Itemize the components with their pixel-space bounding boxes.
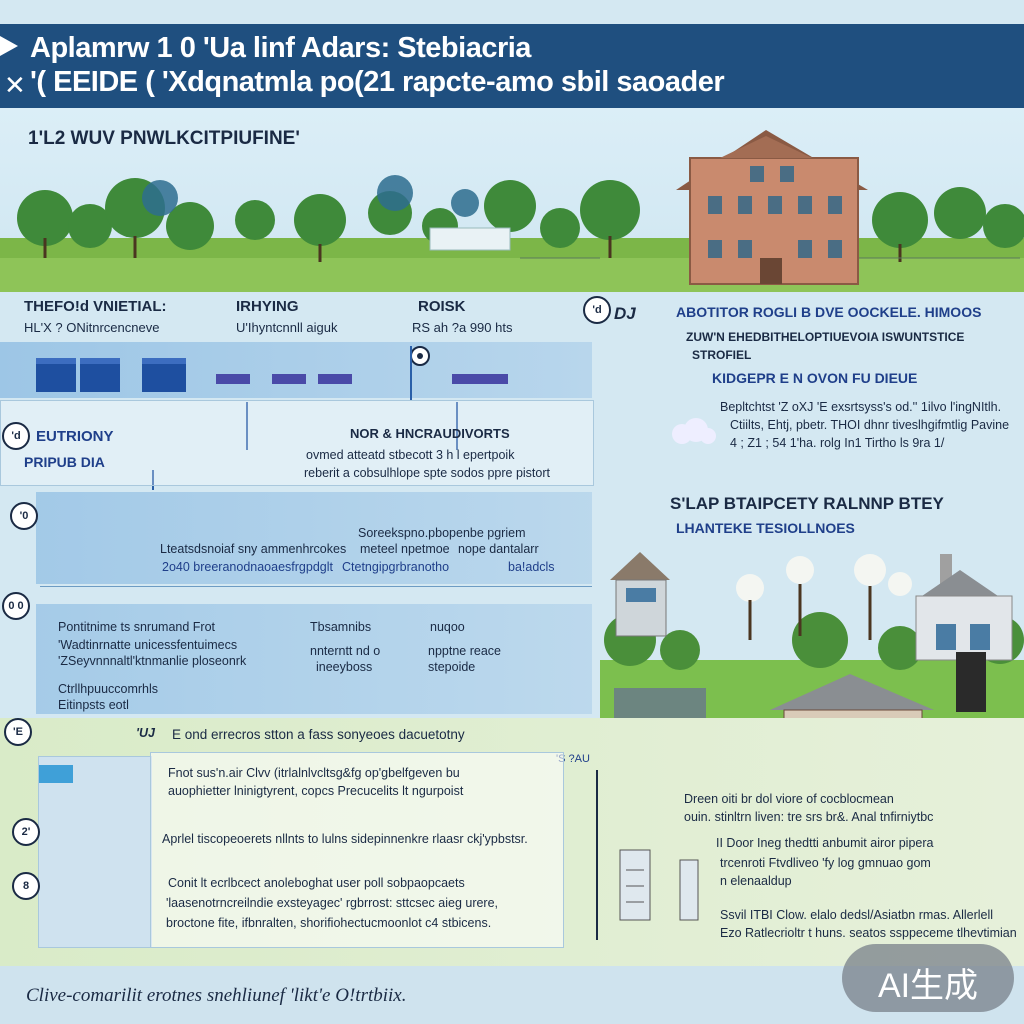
row4-right-l2: ouin. stinltrn liven: tre srs br&. Anal … bbox=[684, 810, 934, 824]
marker-badge: '0 bbox=[10, 502, 38, 530]
row3-band bbox=[36, 604, 592, 714]
row3-r1: nuqoo bbox=[430, 620, 465, 634]
row2-c3: nope dantalarr bbox=[458, 542, 539, 556]
marker-badge: 2' bbox=[12, 818, 40, 846]
right-block-2-sub: LHANTEKE TESIOLLNOES bbox=[676, 520, 855, 536]
row3-l3: 'ZSeyvnnnaltl'ktnmanlie ploseonrk bbox=[58, 654, 247, 668]
env-center-line2: reberit a cobsulhlope spte sodos ppre pi… bbox=[304, 466, 550, 480]
landscape-svg bbox=[0, 130, 1024, 292]
icon-band bbox=[0, 342, 592, 398]
env-head-2: PRIPUB DIA bbox=[24, 454, 105, 470]
row3-m3: ineeyboss bbox=[316, 660, 373, 674]
row2-t4: ba!adcls bbox=[508, 560, 555, 574]
connector-line bbox=[410, 346, 412, 400]
env-center-head: NOR & HNCRAUDIVORTS bbox=[350, 426, 510, 441]
row3-m1: Tbsamnibs bbox=[310, 620, 372, 634]
marker-badge: 8 bbox=[12, 872, 40, 900]
device-illustration bbox=[616, 830, 700, 940]
marker-badge: 'E bbox=[4, 718, 32, 746]
marker-badge: 0 0 bbox=[2, 592, 30, 620]
row2-t2: 2o40 breeranodnaoaesfrgpdglt bbox=[162, 560, 333, 574]
row4-tag: 'UJ bbox=[136, 726, 155, 740]
header-title-line-1: Aplamrw 1 0 'Ua linf Adars: Stebiacria bbox=[30, 32, 531, 64]
row4-p6: broctone fite, ifbnralten, shorifiohectu… bbox=[166, 916, 492, 930]
connector-line bbox=[596, 770, 598, 940]
row4-right-l1: Dreen oiti br dol viore of cocblocmean bbox=[684, 792, 894, 806]
row3-r3: stepoide bbox=[428, 660, 476, 674]
right-block-1-line3: KIDGEPR E N OVON FU DIEUE bbox=[712, 370, 918, 386]
column-sub-2: U'Ihyntcnnll aiguk bbox=[236, 320, 338, 335]
row4-text-panel bbox=[150, 752, 564, 948]
column-head-1: THEFO!d VNIETIAL: bbox=[24, 298, 167, 315]
right-block-1-line1: ZUW'N EHEDBITHELOPTIUEVOIA ISWUNTSTICE bbox=[686, 330, 965, 344]
connector-line bbox=[246, 402, 248, 450]
row2-t3: Ctetngipgrbranotho bbox=[342, 560, 450, 574]
column-head-2: IRHYING bbox=[236, 298, 299, 315]
row4-right-l3: II Door Ineg thedtti anbumit airor piper… bbox=[716, 836, 934, 850]
row4-p3: Aprlel tiscopeoerets nllnts to lulns sid… bbox=[162, 832, 528, 846]
connector-line bbox=[152, 470, 154, 490]
row4-side-panel bbox=[38, 756, 152, 948]
row2-band bbox=[36, 492, 592, 584]
row4-right-l5: n elenaaldup bbox=[720, 874, 792, 888]
right-block-1-text2: Ctiilts, Ehtj, pbetr. THOI dhnr tiveslhg… bbox=[730, 418, 1010, 432]
row3-l1: Pontitnime ts snrumand Frot bbox=[58, 620, 216, 634]
row4-side-label: 'S ?AU bbox=[556, 753, 590, 765]
chevron-right-icon bbox=[0, 36, 18, 56]
row4-right-l6: Ssvil ITBI Clow. elalo dedsl/Asiatbn rma… bbox=[720, 908, 994, 922]
cloud-icon bbox=[668, 416, 718, 450]
row3-l2: 'Wadtinrnatte unicessfentuimecs bbox=[58, 638, 238, 652]
row4-p1: Fnot sus'n.air Clvv (itrlalnlvcltsg&fg o… bbox=[168, 766, 460, 780]
row4-right-l4: trcenroti Ftvdliveo 'fy log gmnuao gom bbox=[720, 856, 931, 870]
row3-r2: npptne reace bbox=[428, 644, 501, 658]
row4-side-badge bbox=[39, 765, 73, 783]
connector-line bbox=[456, 402, 458, 450]
row4-right-l7: Ezo Ratlecrioltr t huns. seatos ssppecem… bbox=[720, 926, 1017, 940]
right-block-2-head: S'LAP BTAIPCETY RALNNP BTEY bbox=[670, 494, 944, 513]
column-head-3: ROISK bbox=[418, 298, 466, 315]
row3-m2: nnterntt nd o bbox=[310, 644, 381, 658]
row2-c2: meteel npetmoe bbox=[360, 542, 450, 556]
row2-t1: Lteatsdsnoiaf sny ammenhrcokes bbox=[160, 542, 347, 556]
column-sub-1: HL'X ? ONitnrcencneve bbox=[24, 320, 160, 335]
footer-text: Clive-comarilit erotnes snehliunef 'likt… bbox=[26, 985, 407, 1006]
marker-badge: 'd bbox=[583, 296, 611, 324]
right-block-1-text1: Bepltchtst 'Z oXJ 'E exsrtsyss's od.'' 1… bbox=[720, 400, 1002, 414]
header-title-line-2: '( EEIDE ( 'Xdqnatmla po(21 rapcte-amo s… bbox=[30, 66, 725, 98]
marker-badge: 'd bbox=[2, 422, 30, 450]
row2-c1: Soreekspno.pbopenbe pgriem bbox=[358, 526, 526, 540]
x-mark-icon: ✕ bbox=[4, 70, 26, 100]
column-sub-3: RS ah ?a 990 hts bbox=[412, 320, 513, 335]
row4-p2: auophietter lninigtyrent, copcs Precucel… bbox=[168, 784, 464, 798]
watermark-text: AI生成 bbox=[877, 967, 979, 1005]
landscape-illustration: 1'L2 WUV PNWLKCITPIUFINE' bbox=[0, 108, 1024, 292]
env-row-panel bbox=[0, 400, 594, 486]
right-block-1-text3: 4 ; Z1 ; 54 1'ha. rolg In1 Tirtho ls 9ra… bbox=[730, 436, 945, 450]
row4-head: E ond errecros stton a fass sonyeoes dac… bbox=[172, 727, 465, 742]
row3-l5: Eitinpsts eotl bbox=[58, 698, 129, 712]
row4-p5: 'laasenotrncreilndie exsteyagec' rgbrros… bbox=[166, 896, 499, 910]
right-marker-label: DJ bbox=[614, 304, 636, 323]
ai-generated-watermark: AI生成 bbox=[842, 944, 1014, 1012]
divider bbox=[40, 586, 592, 587]
header-banner: Aplamrw 1 0 'Ua linf Adars: Stebiacria ✕… bbox=[0, 24, 1024, 108]
row4-p4: Conit lt ecrlbcect anoleboghat user poll… bbox=[168, 876, 465, 890]
section-title: 1'L2 WUV PNWLKCITPIUFINE' bbox=[28, 128, 300, 149]
icon-band-svg bbox=[36, 346, 508, 392]
right-block-1-head: ABOTITOR ROGLI B DVE OOCKELE. HIMOOS bbox=[676, 304, 982, 320]
row3-l4: Ctrllhpuuccomrhls bbox=[58, 682, 159, 696]
env-head-1: EUTRIONY bbox=[36, 428, 114, 445]
right-block-1-line2: STROFIEL bbox=[692, 348, 752, 362]
env-center-line1: ovmed atteatd stbecott 3 h l epertpoik bbox=[306, 448, 515, 462]
